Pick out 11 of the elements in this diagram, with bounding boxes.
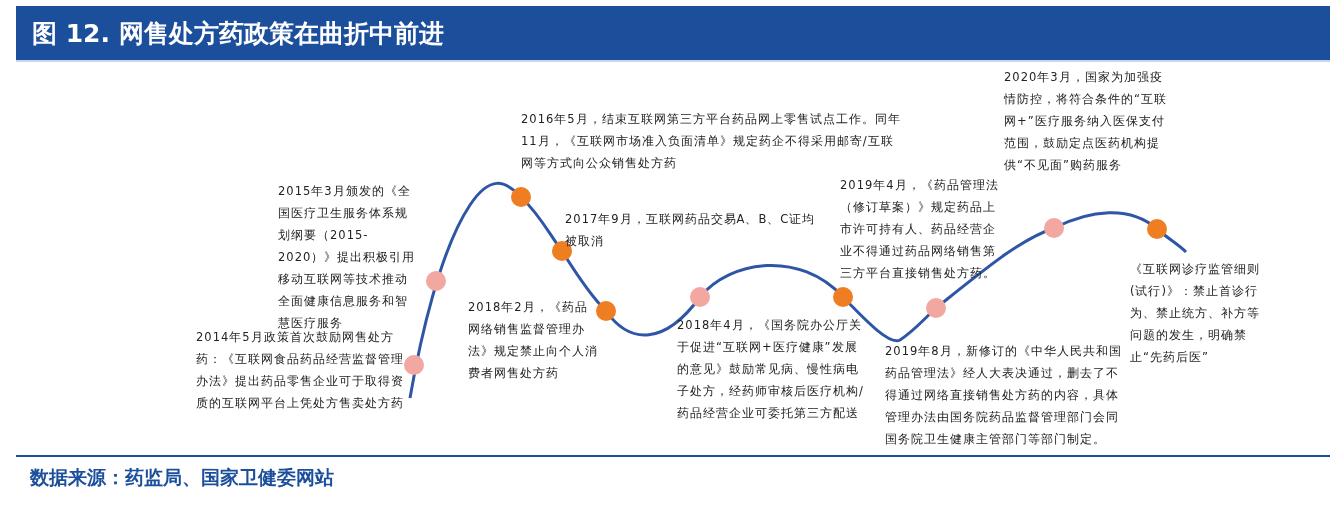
timeline-note: 2014年5月政策首次鼓励网售处方药：《互联网食品药品经营监督管理办法》提出药品零售企业可于取得资质的互联网平台上凭处方售卖处方药 (196, 329, 405, 412)
timeline-note: 《互联网诊疗监管细则(试行)》：禁止首诊行为、禁止统方、补方等问题的发生，明确禁止“先药后医” (1130, 261, 1261, 366)
timeline-note: 2015年3月颁发的《全国医疗卫生服务体系规划纲要（2015-2020）》提出积极引用移动互联网等技术推动全面健康信息服务和智慧医疗服务 (278, 183, 417, 331)
timeline-note: 2018年2月，《药品网络销售监督管理办法》规定禁止向个人消费者网售处方药 (468, 299, 598, 382)
timeline-note: 2020年3月，国家为加强疫情防控，将符合条件的“互联网+”医疗服务纳入医保支付范围，鼓励定点医药机构提供“不见面”购药服务 (1004, 69, 1168, 174)
source-note: 数据来源：药监局、国家卫健委网站 (30, 465, 334, 490)
timeline-note: 2019年8月，新修订的《中华人民共和国药品管理法》经人大表决通过，删去了不得通过网络直接销售处方药的内容，具体管理办法由国务院药品监督管理部门会同国务院卫生健康主管部门等部门制定。 (885, 343, 1123, 448)
timeline-note: 2016年5月，结束互联网第三方平台药品网上零售试点工作。同年11月，《互联网市场准入负面清单》规定药企不得采用邮寄/互联网等方式向公众销售处方药 (521, 111, 901, 172)
timeline-note: 2017年9月，互联网药品交易A、B、C证均被取消 (565, 211, 817, 250)
title-banner: 图 12. 网售处方药政策在曲折中前进 (16, 6, 1330, 60)
timeline-note: 2018年4月，《国务院办公厅关于促进“互联网+医疗健康”发展的意见》鼓励常见病、慢性病电子处方，经药师审核后医疗机构/药品经营企业可委托第三方配送 (677, 317, 865, 422)
